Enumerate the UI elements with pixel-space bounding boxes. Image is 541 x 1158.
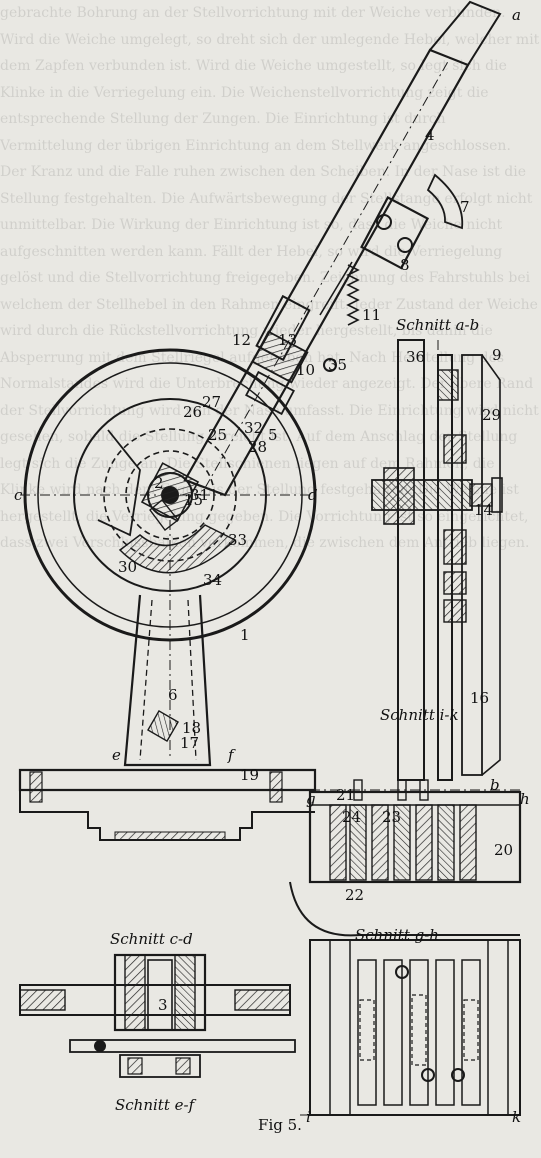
figure-caption: Fig 5. [258,1116,302,1134]
cut-letter-c: c [14,486,23,504]
part-number-6: 6 [168,686,178,704]
part-number-18: 18 [182,719,201,737]
part-number-29: 29 [482,406,501,424]
part-number-20: 20 [494,841,513,859]
part-number-5: 5 [268,426,278,444]
section-a-b [371,339,503,781]
section-title-c-d: Schnitt c-d [110,930,193,948]
part-number-33: 33 [228,531,247,549]
part-number-10: 10 [296,361,315,379]
section-c-d [19,953,296,1078]
section-title-a-b: Schnitt a-b [396,316,479,334]
part-number-12: 12 [232,331,251,349]
section-g-h [300,939,521,1116]
part-number-23: 23 [382,808,401,826]
part-number-9: 9 [492,346,502,364]
part-number-15: 15 [184,491,203,509]
part-numbers: 1 2 3 4 5 6 7 8 9 10 11 12 13 14 15 16 1… [118,126,513,1014]
part-number-21: 21 [336,786,355,804]
cut-letter-d: d [308,486,318,504]
section-title-g-h: Schnitt g-h [355,926,439,944]
part-number-36: 36 [406,348,425,366]
part-number-28: 28 [248,438,267,456]
section-title-e-f: Schnitt e-f [115,1096,197,1114]
part-number-31: 31 [190,486,209,504]
cut-letter-f: f [227,746,236,764]
cut-letter-g: g [306,790,316,808]
part-number-26: 26 [183,403,202,421]
part-number-8: 8 [400,256,410,274]
part-number-7: 7 [460,198,470,216]
section-i-k [289,779,522,937]
main-elevation [18,0,502,841]
cut-letter-k: k [512,1108,521,1126]
cut-letter-h: h [520,790,530,808]
part-number-35: 35 [328,356,347,374]
part-number-32: 32 [244,419,263,437]
part-number-13: 13 [278,331,297,349]
cut-letter-a: a [512,6,521,24]
cut-letter-b: b [490,776,500,794]
part-number-16: 16 [470,689,489,707]
part-number-27: 27 [202,393,221,411]
cut-letter-e: e [112,746,121,764]
part-number-17: 17 [180,734,199,752]
part-number-3: 3 [158,996,168,1014]
part-number-34: 34 [203,571,222,589]
part-number-14: 14 [474,501,493,519]
part-number-4: 4 [425,126,435,144]
part-number-2: 2 [154,474,164,492]
part-number-22: 22 [345,886,364,904]
part-number-11: 11 [362,306,381,324]
part-number-19: 19 [240,766,259,784]
section-title-i-k: Schnitt i-k [380,706,459,724]
cut-letter-i: i [306,1108,311,1126]
part-number-25: 25 [208,426,227,444]
part-number-1: 1 [240,626,250,644]
part-number-24: 24 [342,808,361,826]
part-number-30: 30 [118,558,137,576]
